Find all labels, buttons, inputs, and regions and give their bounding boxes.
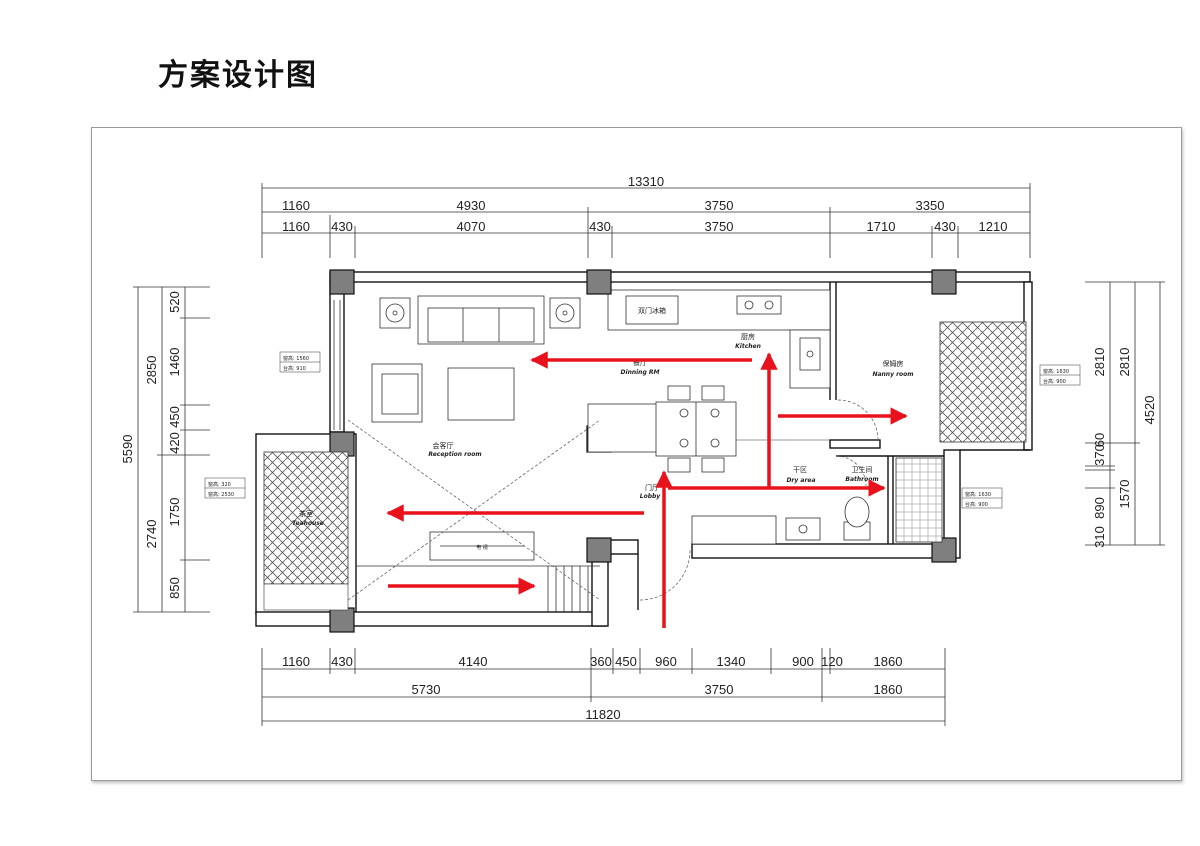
dim-top-1-2: 4930 xyxy=(457,198,486,213)
dim-left-mid-1: 2850 xyxy=(144,356,159,385)
circulation-arrows xyxy=(386,351,908,628)
dim-left-mid-2: 2740 xyxy=(144,520,159,549)
tag-right-mid-1: 窗高: 1630 xyxy=(965,491,991,498)
dim-right-in-2: 370 xyxy=(1092,444,1107,466)
tag-right-top-1: 窗高: 1630 xyxy=(1043,368,1069,375)
label-fridge: 双门冰箱 xyxy=(638,306,666,315)
tag-right-mid-2: 台高: 900 xyxy=(965,501,988,508)
top-dimensions xyxy=(261,183,1031,258)
dim-top-2-2: 430 xyxy=(331,219,353,234)
right-dimensions xyxy=(1085,281,1165,546)
dim-left-in-3: 450 xyxy=(167,406,182,428)
bottom-dimensions xyxy=(261,648,946,726)
teahouse-bench xyxy=(263,583,349,611)
label-teahouse-cn: 茶室 xyxy=(299,509,313,518)
dim-top-2-6: 1710 xyxy=(867,219,896,234)
label-bathroom-en: Bathroom xyxy=(845,476,878,483)
dim-bottom-1-2: 430 xyxy=(331,654,353,669)
furniture xyxy=(333,281,871,612)
dim-bottom-1-5: 450 xyxy=(615,654,637,669)
label-dry-cn: 干区 xyxy=(793,466,807,474)
label-reception-cn: 会客厅 xyxy=(433,441,454,450)
dim-top-2-4: 430 xyxy=(589,219,611,234)
dim-bottom-1-1: 1160 xyxy=(282,654,310,669)
dim-left-in-6: 850 xyxy=(167,577,182,599)
teahouse-floor xyxy=(263,451,349,585)
door-swings xyxy=(347,399,879,601)
dim-bottom-2-2: 3750 xyxy=(705,682,734,697)
dim-bottom-1-10: 1860 xyxy=(874,654,903,669)
dim-left-in-4: 420 xyxy=(167,432,182,454)
dim-bottom-1-6: 960 xyxy=(655,654,677,669)
dim-top-total: 13310 xyxy=(628,174,664,189)
tag-left-top-1: 窗高: 1560 xyxy=(283,355,309,362)
dim-left-in-2: 1460 xyxy=(167,348,182,377)
nanny-floor xyxy=(939,321,1027,443)
dim-top-2-5: 3750 xyxy=(705,219,734,234)
dim-right-in-4: 310 xyxy=(1092,526,1107,548)
tag-left-mid-1: 窗高: 320 xyxy=(208,481,231,488)
label-teahouse-en: Teahouse xyxy=(292,520,324,527)
dim-bottom-2-1: 5730 xyxy=(412,682,441,697)
page-title: 方案设计图 xyxy=(158,58,318,93)
label-nanny-cn: 保姆房 xyxy=(883,359,904,368)
window-tags xyxy=(204,351,1081,509)
dim-right-in-5: 890 xyxy=(1092,497,1107,519)
label-nanny-en: Nanny room xyxy=(872,371,913,378)
dim-right-in-1: 2810 xyxy=(1092,348,1107,377)
dim-top-1-3: 3750 xyxy=(705,198,734,213)
dim-left-in-5: 1750 xyxy=(167,498,182,527)
label-bathroom-cn: 卫生间 xyxy=(852,465,873,474)
label-dining-en: Dinning RM xyxy=(621,369,660,376)
label-reception-en: Reception room xyxy=(428,451,481,458)
dim-top-2-3: 4070 xyxy=(457,219,486,234)
dim-top-1-1: 1160 xyxy=(282,198,310,213)
shower-floor xyxy=(895,457,943,543)
label-dry-en: Dry area xyxy=(786,477,815,484)
tag-left-mid-2: 窗高: 2530 xyxy=(208,491,234,498)
dim-bottom-1-9: 120 xyxy=(821,654,843,669)
dim-left-in-1: 520 xyxy=(167,291,182,313)
dim-right-mid-2: 1570 xyxy=(1117,480,1132,509)
left-dimensions xyxy=(133,286,210,613)
dim-top-2-7: 430 xyxy=(934,219,956,234)
dim-top-1-4: 3350 xyxy=(916,198,945,213)
label-dining-cn: 餐厅 xyxy=(633,358,647,367)
label-tv: 电 视 xyxy=(476,544,488,551)
dim-bottom-1-7: 1340 xyxy=(717,654,746,669)
label-kitchen-cn: 厨房 xyxy=(741,332,755,341)
label-kitchen-en: Kitchen xyxy=(735,343,761,350)
dim-right-in-3: 60 xyxy=(1092,433,1107,447)
dim-bottom-1-8: 900 xyxy=(792,654,814,669)
dim-bottom-1-3: 4140 xyxy=(459,654,488,669)
dim-top-2-1: 1160 xyxy=(282,219,310,234)
label-lobby-cn: 门厅 xyxy=(645,483,659,492)
dim-bottom-1-4: 360 xyxy=(590,654,612,669)
dim-bottom-2-3: 1860 xyxy=(874,682,903,697)
dim-top-2-8: 1210 xyxy=(979,219,1008,234)
label-lobby-en: Lobby xyxy=(640,493,662,500)
dim-left-outer: 5590 xyxy=(120,435,135,464)
tag-right-top-2: 台高: 900 xyxy=(1043,378,1066,385)
dim-right-outer: 4520 xyxy=(1142,396,1157,425)
dim-right-mid-1: 2810 xyxy=(1117,348,1132,377)
tag-left-top-2: 台高: 910 xyxy=(283,365,306,372)
dim-bottom-total: 11820 xyxy=(585,707,620,722)
